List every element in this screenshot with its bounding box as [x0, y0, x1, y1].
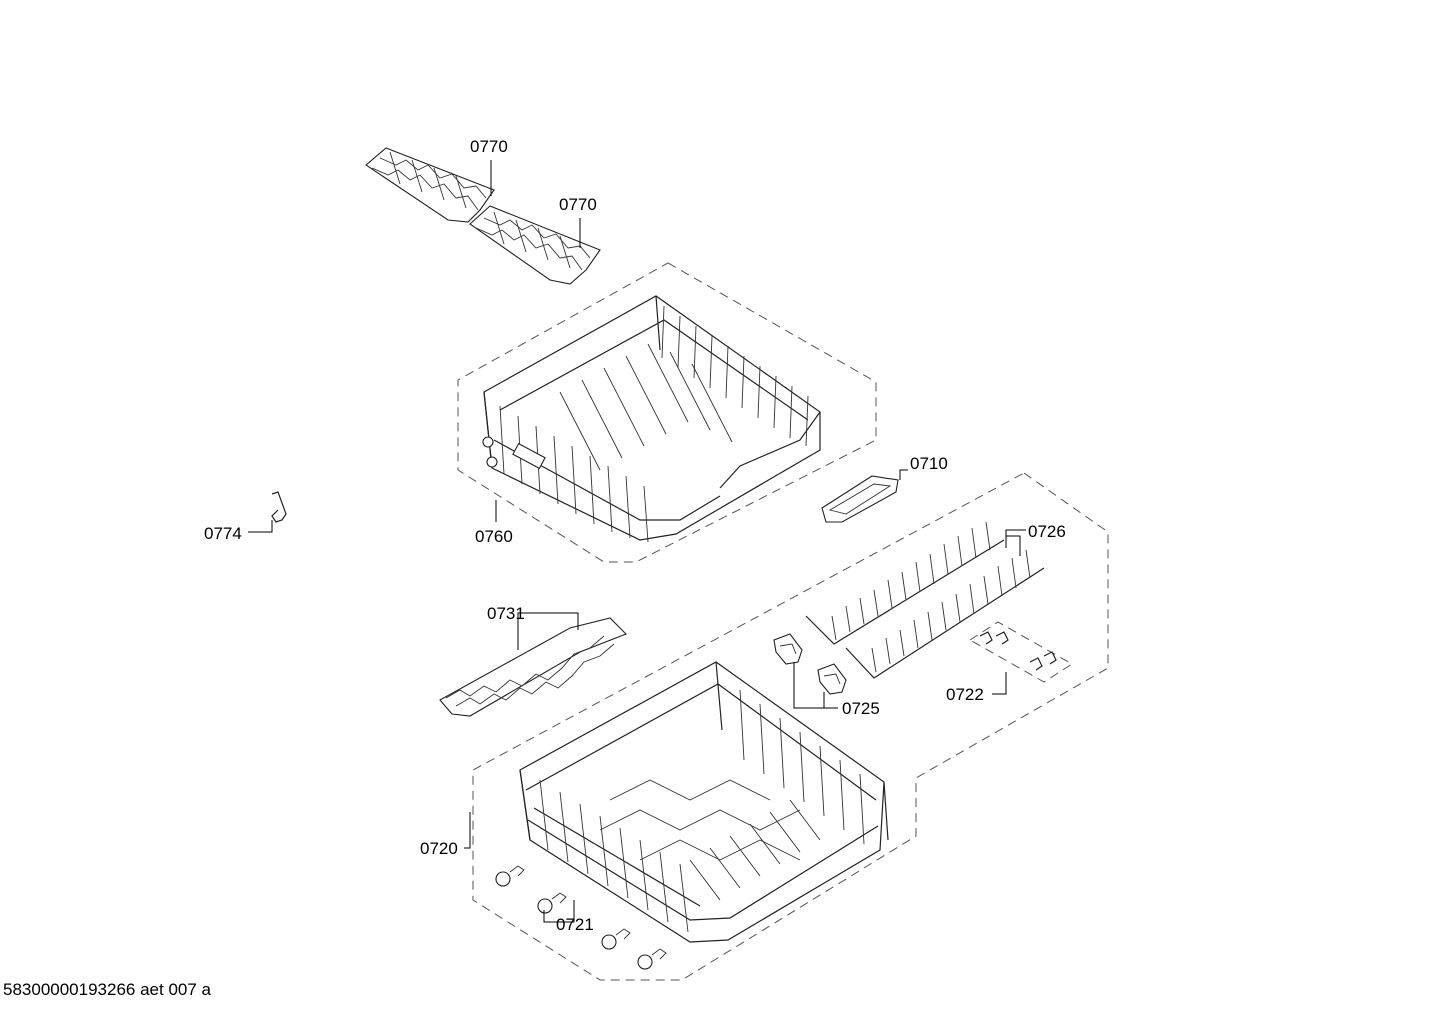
diagram-reference-code: 58300000193266 aet 007 a: [3, 980, 211, 999]
lower-basket-group-outline: [472, 472, 1109, 981]
rack-holder-b: [817, 663, 847, 695]
callout-0725: 0725: [842, 699, 880, 718]
lower-basket: [519, 661, 889, 943]
callout-0770-b: 0770: [559, 195, 597, 214]
callout-0720: 0720: [420, 839, 458, 858]
callout-0731: 0731: [487, 604, 525, 623]
callout-0710: 0710: [910, 454, 948, 473]
folding-tine-rack-lower: [845, 549, 1045, 679]
clip-part: [271, 491, 287, 523]
basket-handle: [821, 475, 899, 523]
folding-spike-row: [439, 617, 627, 717]
cutlery-shelf-b: [469, 205, 601, 285]
upper-basket-group-outline: [457, 262, 877, 563]
cutlery-shelf-a: [365, 147, 495, 223]
small-parts-group: [969, 621, 1073, 683]
callout-0774: 0774: [204, 524, 242, 543]
upper-basket: [482, 295, 821, 543]
rack-holder-a: [773, 633, 803, 665]
callout-0722: 0722: [946, 685, 984, 704]
callout-0760: 0760: [475, 527, 513, 546]
folding-tine-rack-upper: [805, 521, 1005, 645]
callout-0770-a: 0770: [470, 137, 508, 156]
leader-lines: [248, 160, 1026, 923]
wheel-set: [495, 865, 667, 970]
callout-0726: 0726: [1028, 522, 1066, 541]
callout-0721: 0721: [556, 915, 594, 934]
